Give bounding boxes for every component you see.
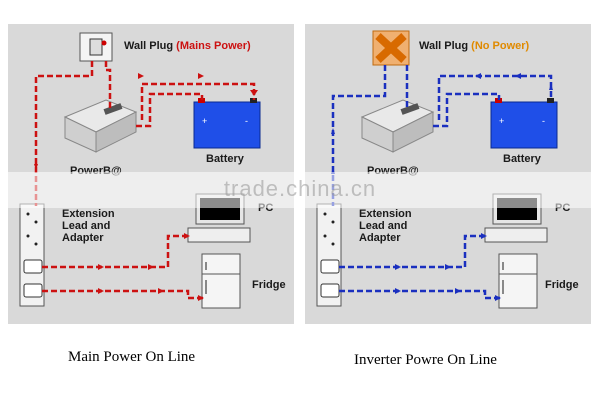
watermark-text: trade.china.cn [223,176,377,201]
wall-plug-disconnected-icon [372,30,410,66]
watermark-band [0,172,600,208]
mains-power-status: (Mains Power) [176,40,251,52]
wall-plug-icon [79,32,113,62]
powerbox-icon [360,99,435,153]
svg-text:+: + [499,116,504,126]
battery-label: Battery [503,153,541,165]
powerbox-icon [63,99,138,153]
caption-main-power: Main Power On Line [68,349,196,365]
wall-plug-label: Wall Plug (Mains Power) [124,40,251,52]
battery-icon: + - [193,98,261,149]
caption-inverter-power: Inverter Powre On Line [354,352,497,368]
mains-arrows [34,73,258,301]
svg-text:-: - [245,116,248,126]
extension-lead-icon [316,203,342,307]
fridge-icon [498,253,538,309]
battery-label: Battery [206,153,244,165]
extension-lead-icon [19,203,45,307]
fridge-label: Fridge [252,279,286,291]
battery-icon: + - [490,98,558,149]
fridge-icon [201,253,241,309]
wall-plug-label: Wall Plug (No Power) [419,40,530,52]
no-power-status: (No Power) [471,40,530,52]
fridge-label: Fridge [545,279,579,291]
svg-text:+: + [202,116,207,126]
svg-text:-: - [542,116,545,126]
